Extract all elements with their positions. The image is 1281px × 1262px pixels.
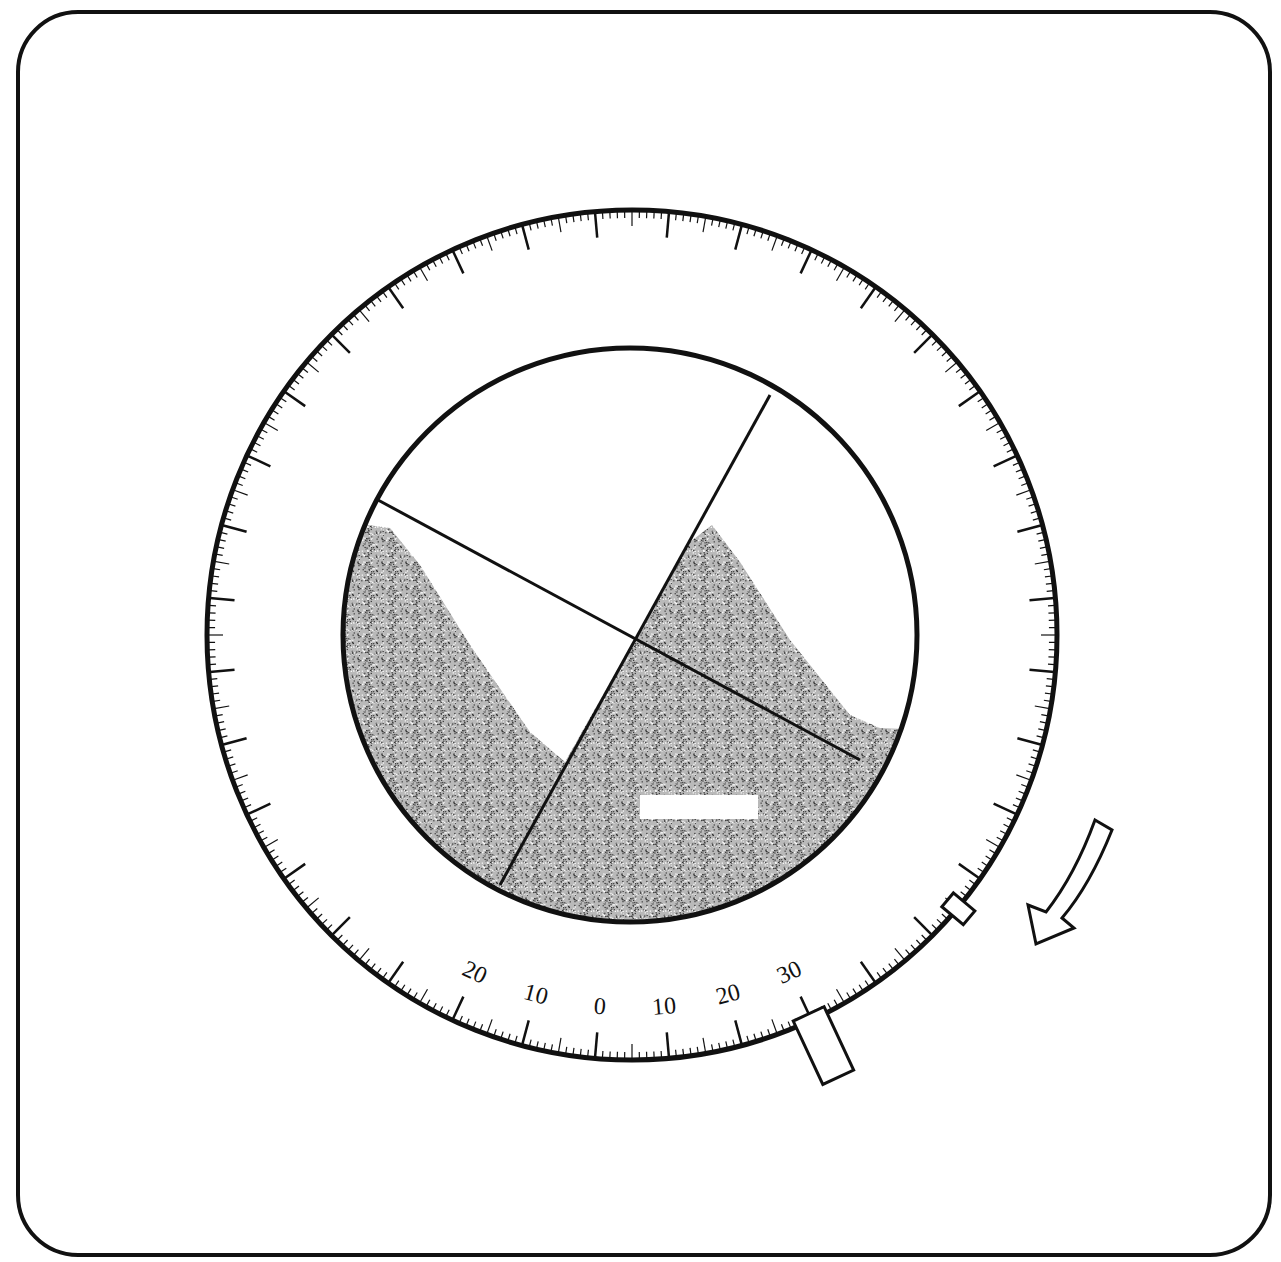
scale-number: 10 [651,993,677,1019]
dial-ring [207,210,1057,1060]
scale-ticks [208,211,1056,1059]
sight-window [343,348,917,922]
scale-number: 0 [593,993,607,1018]
frame [18,12,1270,1255]
index-pointer [793,1007,853,1085]
index-marker [942,893,975,925]
mountain-scene [330,395,930,940]
rotation-arrow [1028,820,1112,944]
